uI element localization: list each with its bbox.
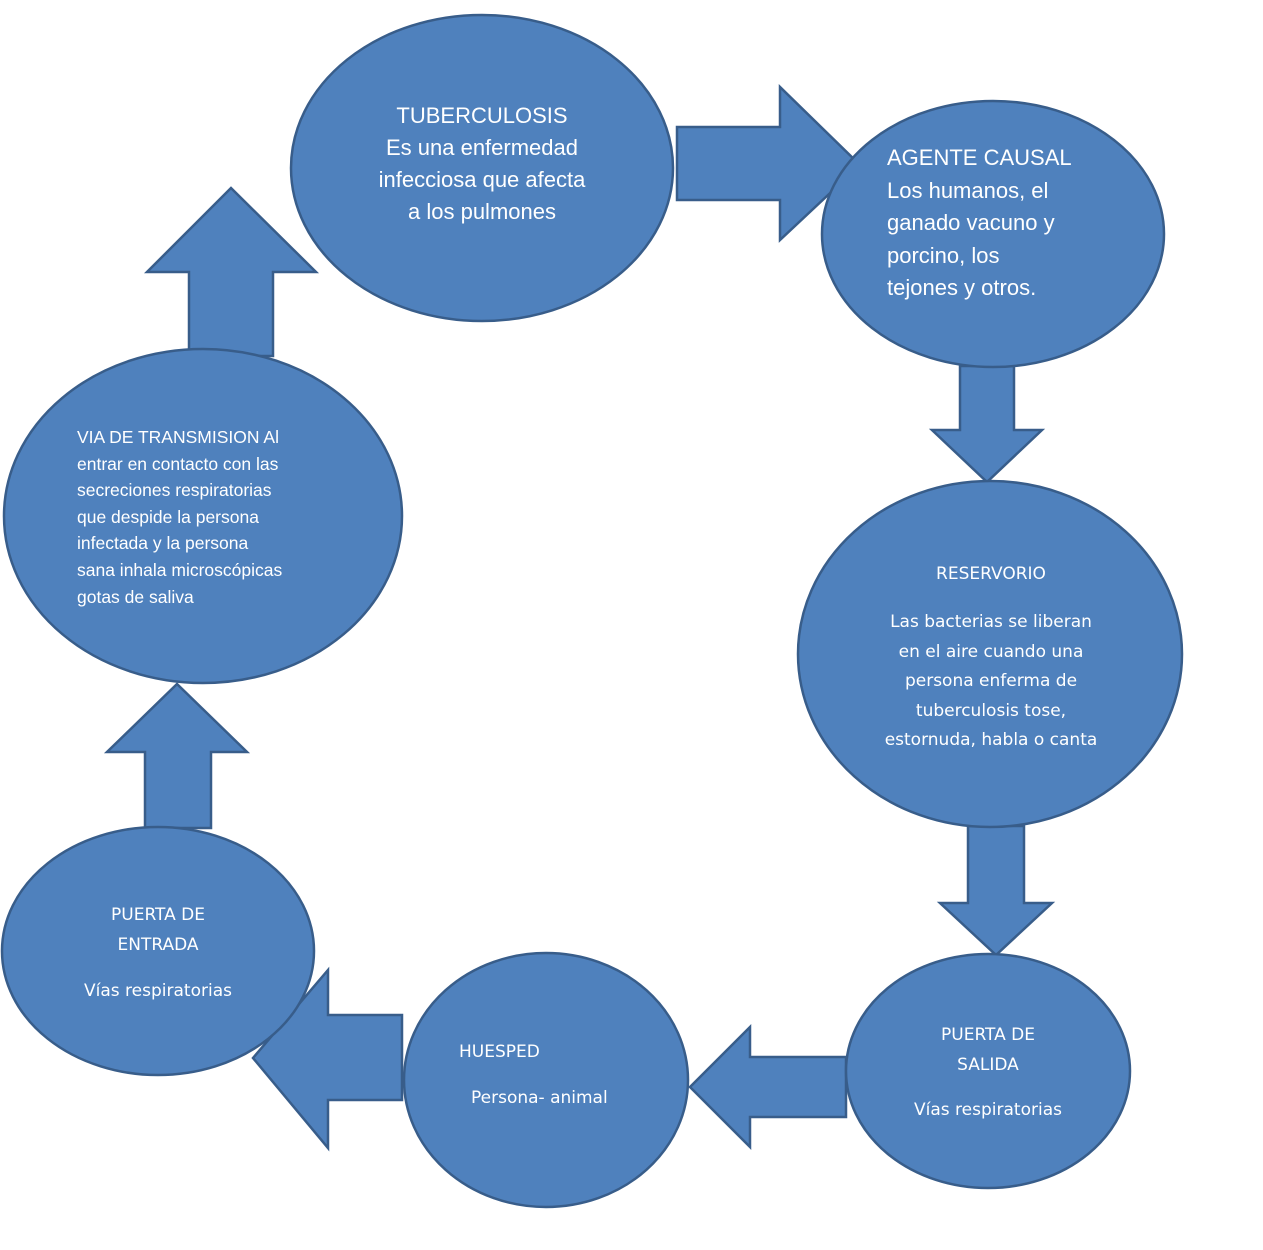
tuberculosis-line: Es una enfermedad xyxy=(385,135,579,160)
via-transmision-title: VIA DE TRANSMISION Al xyxy=(77,427,279,447)
puerta-entrada-title: ENTRADA xyxy=(117,935,199,955)
reservorio-line: en el aire cuando una xyxy=(898,641,1084,662)
arrow-up-icon xyxy=(143,186,320,358)
via-transmision-text: VIA DE TRANSMISION Al entrar en contacto… xyxy=(77,424,347,610)
reservorio-title: RESERVORIO xyxy=(936,564,1046,584)
via-transmision-line: sana inhala microscópicas xyxy=(77,559,283,580)
puerta-entrada-title: PUERTA DE xyxy=(111,905,205,925)
huesped-title: HUESPED xyxy=(459,1042,540,1062)
reservorio-line: estornuda, habla o canta xyxy=(884,730,1098,750)
via-transmision-line: entrar en contacto con las xyxy=(77,453,279,474)
agente-causal-text: AGENTE CAUSAL Los humanos, el ganado vac… xyxy=(887,142,1127,305)
agente-causal-line: Los humanos, el xyxy=(887,177,1049,203)
agente-causal-title: AGENTE CAUSAL xyxy=(887,145,1072,170)
puerta-salida-body: Vías respiratorias xyxy=(914,1100,1062,1120)
arrow-down-icon xyxy=(928,364,1046,484)
arrow-right-icon xyxy=(675,84,862,243)
via-transmision-node xyxy=(2,347,404,685)
via-transmision-line: gotas de saliva xyxy=(77,586,194,607)
via-transmision-line: que despide la persona xyxy=(77,506,259,527)
via-transmision-line: infectada y la persona xyxy=(77,533,249,554)
arrow-left-icon xyxy=(688,1023,848,1151)
puerta-salida-title: SALIDA xyxy=(957,1055,1019,1075)
puerta-salida-title: PUERTA DE xyxy=(941,1025,1035,1045)
reservorio-line: persona enferma de xyxy=(904,671,1078,691)
tuberculosis-text: TUBERCULOSIS Es una enfermedad infeccios… xyxy=(332,100,632,228)
puerta-entrada-text: PUERTA DE ENTRADA Vías respiratorias xyxy=(48,900,268,1006)
puerta-entrada-body: Vías respiratorias xyxy=(84,981,232,1001)
reservorio-text: RESERVORIO Las bacterias se liberan en e… xyxy=(850,562,1132,756)
puerta-salida-text: PUERTA DE SALIDA Vías respiratorias xyxy=(878,1020,1098,1125)
tuberculosis-title: TUBERCULOSIS xyxy=(396,103,568,128)
agente-causal-line: tejones y otros. xyxy=(887,275,1037,300)
reservorio-line: tuberculosis tose, xyxy=(915,700,1067,721)
tuberculosis-line: infecciosa que afecta xyxy=(378,167,586,192)
puerta-entrada-node xyxy=(0,825,316,1077)
reservorio-line: Las bacterias se liberan xyxy=(890,612,1092,632)
tuberculosis-line: a los pulmones xyxy=(408,199,556,224)
arrow-up-icon xyxy=(103,682,251,830)
huesped-node xyxy=(402,951,690,1209)
agente-causal-line: ganado vacuno y xyxy=(887,210,1055,235)
tuberculosis-node xyxy=(289,13,675,323)
agente-causal-node xyxy=(820,99,1166,369)
reservorio-node xyxy=(796,479,1184,829)
via-transmision-line: secreciones respiratorias xyxy=(77,480,272,501)
huesped-body: Persona- animal xyxy=(471,1088,608,1108)
arrow-down-icon xyxy=(936,824,1056,957)
agente-causal-line: porcino, los xyxy=(887,242,1000,268)
puerta-salida-node xyxy=(844,952,1132,1190)
